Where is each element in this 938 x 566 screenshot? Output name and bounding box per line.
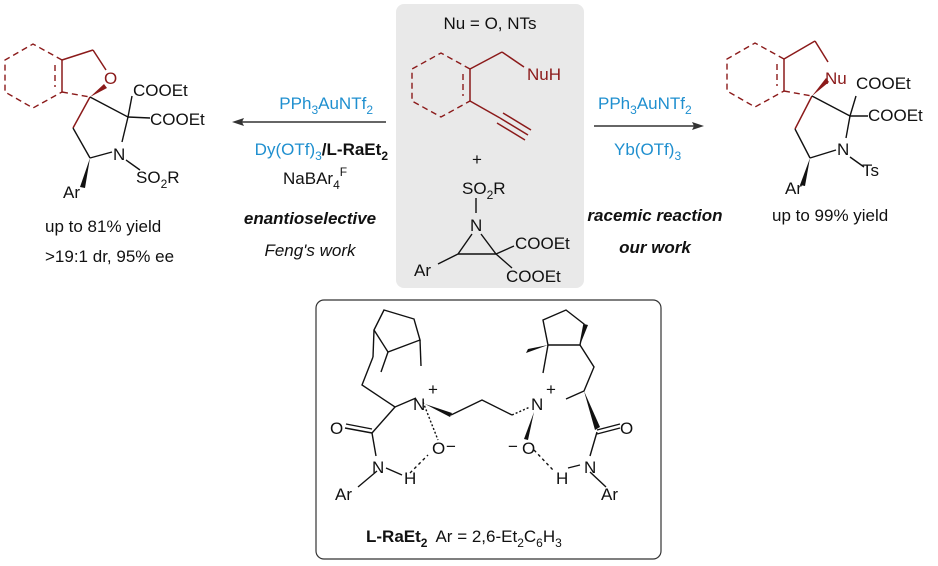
substrate-panel — [396, 4, 584, 288]
left-product-ester2: COOEt — [150, 110, 205, 129]
left-yield: up to 81% yield — [45, 217, 161, 236]
right-product-aryl: Ar — [785, 179, 802, 198]
ligand-minus-right: − — [508, 437, 518, 456]
ligand-aryl-left: Ar — [335, 485, 352, 504]
aziridine-ester2: COOEt — [506, 267, 561, 286]
left-reagent-1: PPh3AuNTf2 — [279, 94, 373, 117]
left-product-n: N — [113, 145, 125, 164]
ligand-plus-right: + — [546, 380, 556, 399]
right-yield: up to 99% yield — [772, 206, 888, 225]
left-product-structure — [4, 43, 151, 188]
aziridine-aryl: Ar — [414, 261, 431, 280]
substrate-benzene — [411, 51, 532, 141]
right-arrowhead — [692, 122, 704, 130]
nuh-group: NuH — [527, 65, 561, 84]
aziridine-ester1: COOEt — [515, 234, 570, 253]
left-reaction-type: enantioselective — [244, 209, 376, 228]
ligand-structure — [344, 309, 621, 488]
right-product-structure — [726, 40, 868, 186]
ligand-o-carbonyl-right: O — [620, 419, 633, 438]
right-product-nu: Nu — [825, 69, 847, 88]
aziridine-n-substituent: SO2R — [462, 179, 506, 202]
ligand-aryl-right: Ar — [601, 485, 618, 504]
ligand-o-oxide-left: O — [432, 439, 445, 458]
ligand-box — [315, 299, 662, 560]
left-selectivity: >19:1 dr, 95% ee — [45, 247, 174, 266]
plus-sign: + — [472, 150, 482, 169]
left-product-ester1: COOEt — [133, 81, 188, 100]
left-product-aryl: Ar — [63, 183, 80, 202]
right-reaction-type: racemic reaction — [587, 206, 722, 225]
aziridine-ring — [437, 233, 515, 269]
left-product-n-substituent: SO2R — [136, 168, 180, 191]
right-attribution: our work — [619, 238, 692, 257]
left-attribution: Feng's work — [264, 241, 357, 260]
nu-definition: Nu = O, NTs — [443, 14, 536, 33]
ligand-n-right: N — [531, 395, 543, 414]
right-reagent-1: PPh3AuNTf2 — [598, 94, 692, 117]
ligand-n-amide-left: N — [372, 458, 384, 477]
right-product-ts: Ts — [862, 161, 879, 180]
left-reagent-2: Dy(OTf)3/L-RaEt2 — [255, 140, 389, 163]
ligand-h-left: H — [404, 469, 416, 488]
aziridine-n: N — [470, 216, 482, 235]
ligand-o-carbonyl-left: O — [330, 419, 343, 438]
ligand-n-amide-right: N — [584, 458, 596, 477]
right-product-ester2: COOEt — [868, 106, 923, 125]
left-additive: NaBAr4F — [283, 165, 347, 192]
ligand-h-right: H — [556, 469, 568, 488]
ligand-plus-left: + — [428, 380, 438, 399]
ligand-minus-left: − — [446, 437, 456, 456]
right-product-ester1: COOEt — [856, 74, 911, 93]
right-reagent-2: Yb(OTf)3 — [614, 140, 681, 163]
ligand-n-left: N — [413, 395, 425, 414]
ligand-o-oxide-right: O — [522, 439, 535, 458]
left-product-o: O — [104, 69, 117, 88]
left-arrowhead — [232, 118, 244, 126]
right-product-n: N — [837, 140, 849, 159]
